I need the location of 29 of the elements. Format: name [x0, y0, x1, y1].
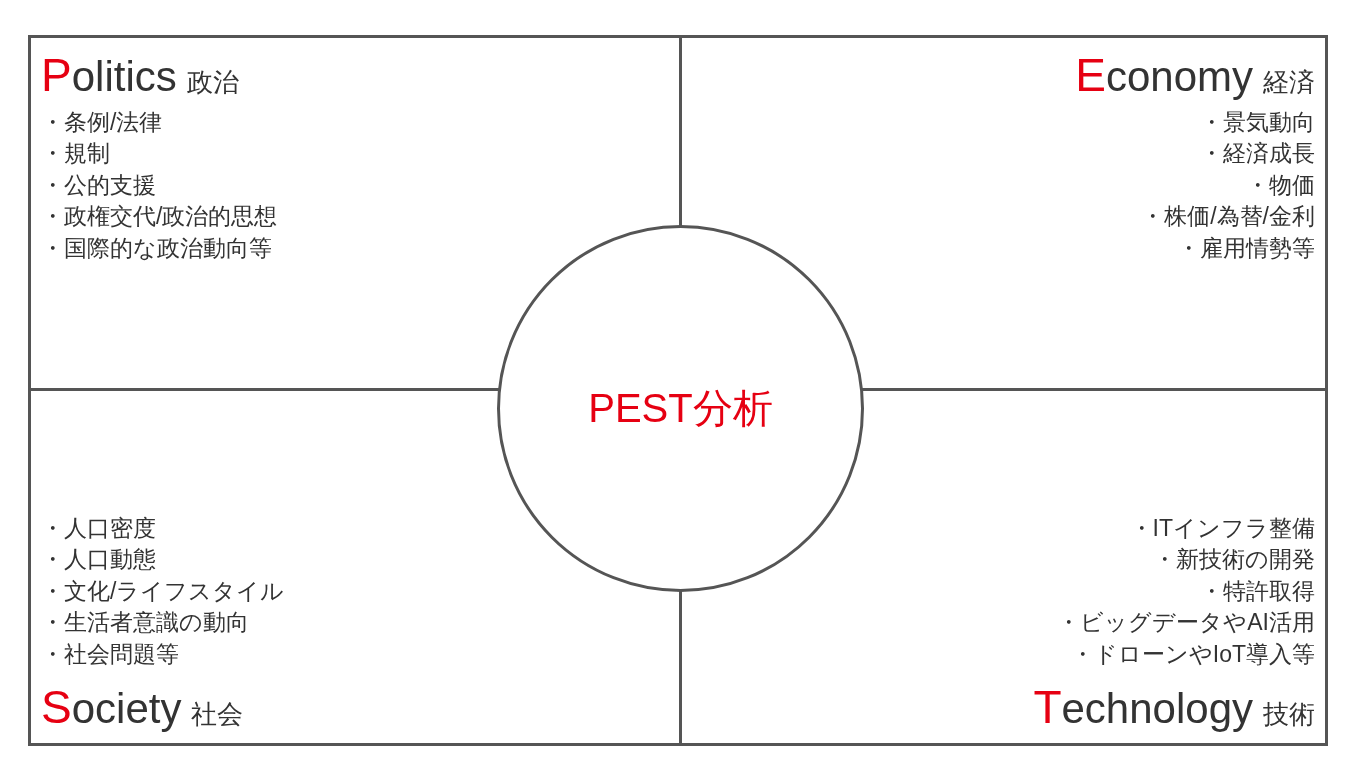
bullet-item: ・ITインフラ整備: [1129, 513, 1315, 543]
category-heading: Society: [41, 682, 182, 733]
bullet-item: ・特許取得: [1200, 576, 1315, 606]
bullet-item: ・人口密度: [41, 513, 156, 543]
bullet-item: ・人口動態: [41, 545, 156, 575]
category-subheading: 社会: [191, 698, 244, 732]
bullet-item: ・社会問題等: [41, 639, 179, 669]
category-heading: Economy: [1075, 50, 1253, 101]
bullet-item: ・株価/為替/金利: [1141, 202, 1315, 232]
bullet-item: ・生活者意識の動向: [41, 608, 249, 638]
bullet-item: ・国際的な政治動向等: [41, 233, 272, 263]
bullet-item: ・文化/ライフスタイル: [41, 576, 285, 606]
bullet-item: ・新技術の開発: [1153, 545, 1315, 575]
bullet-item: ・物価: [1246, 170, 1315, 200]
category-subheading: 経済: [1263, 66, 1315, 99]
bullet-item: ・景気動向: [1200, 107, 1315, 137]
bullet-item: ・雇用情勢等: [1177, 233, 1315, 263]
category-heading: Politics: [41, 50, 177, 101]
category-heading: Technology: [1033, 682, 1253, 733]
bullet-item: ・公的支援: [41, 170, 156, 200]
bullet-item: ・政権交代/政治的思想: [41, 202, 278, 232]
category-subheading: 技術: [1263, 698, 1315, 732]
bullet-item: ・規制: [41, 139, 110, 169]
bullet-item: ・ビッグデータやAI活用: [1057, 608, 1315, 638]
center-title: PEST分析: [588, 385, 773, 432]
bullet-item: ・ドローンやIoT導入等: [1070, 639, 1315, 669]
category-subheading: 政治: [186, 66, 239, 99]
bullet-item: ・条例/法律: [41, 107, 163, 137]
bullet-item: ・経済成長: [1200, 139, 1315, 169]
